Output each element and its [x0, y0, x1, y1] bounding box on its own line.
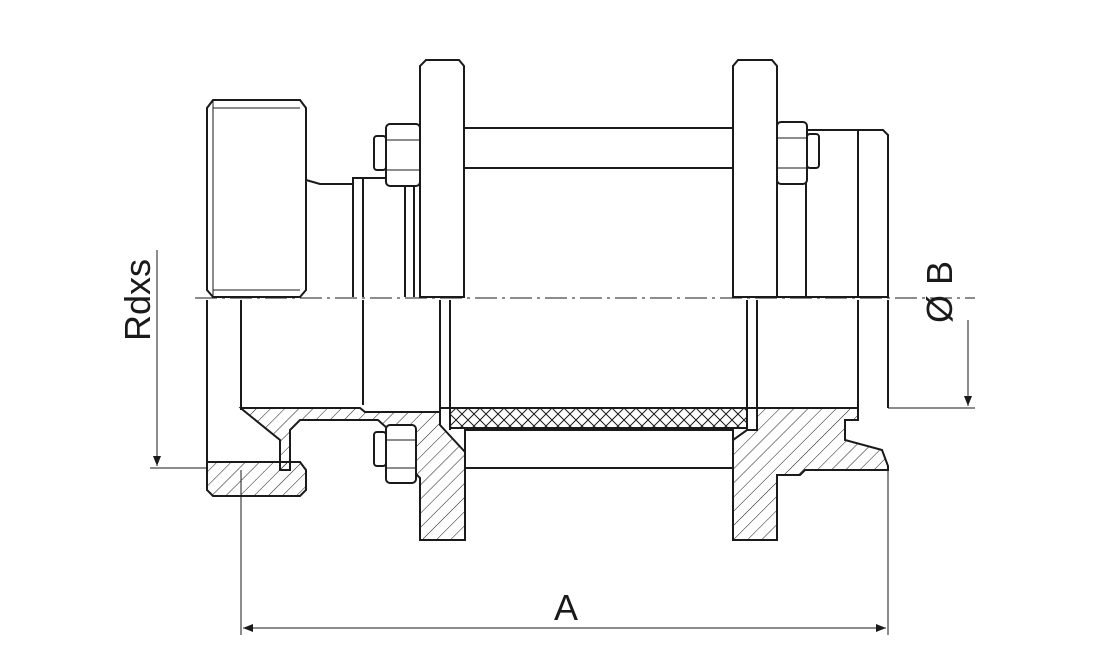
dimension-a: A [240, 470, 889, 635]
dimension-label-diameter-b: Ø B [919, 261, 960, 323]
hex-nut-upper-right [776, 121, 820, 185]
left-flange-upper [419, 59, 465, 298]
right-flange-upper [732, 59, 778, 298]
threaded-liner [305, 177, 364, 297]
tie-rod [463, 127, 734, 169]
dimension-rdxs: Rdxs [117, 250, 207, 469]
hex-nut-lower-left [373, 424, 417, 484]
glass-tube-section [449, 407, 748, 429]
left-union-nut [206, 99, 307, 298]
nut-section [206, 461, 307, 497]
lower-section-view [206, 300, 889, 541]
hex-nut-upper-left [373, 123, 421, 187]
dimension-label-a: A [554, 587, 578, 628]
tie-rod-lower [464, 429, 734, 469]
right-body-section [732, 407, 889, 541]
upper-half-view [206, 59, 889, 298]
dimension-label-rdxs: Rdxs [117, 259, 158, 341]
dimension-diameter-b: Ø B [888, 261, 975, 409]
